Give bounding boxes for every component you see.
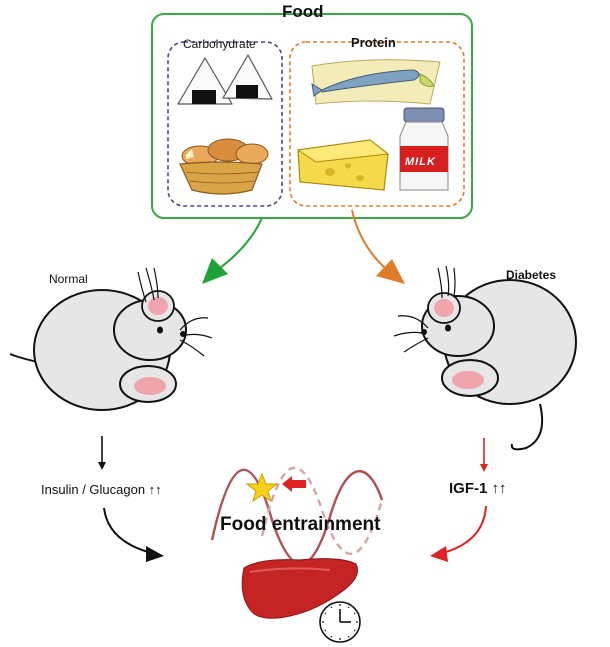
- igf1-label: IGF-1 ↑↑: [449, 480, 507, 497]
- igf-to-liver-arrowhead: [430, 546, 448, 562]
- food-box: [151, 13, 473, 219]
- protein-label: Protein: [351, 35, 396, 50]
- clock-icon: [319, 601, 361, 643]
- normal-mouse-icon: [9, 267, 213, 411]
- normal-path-arrowhead: [202, 258, 228, 284]
- fish-icon: [311, 59, 441, 105]
- diabetes-down-arrowhead: [480, 464, 488, 472]
- diabetes-path-arrow: [351, 209, 386, 269]
- carbohydrate-box: [167, 41, 283, 207]
- phase-shift-arrow-icon: [282, 476, 306, 492]
- bread-basket-icon: [179, 138, 269, 195]
- star-icon: [245, 472, 279, 503]
- normal-label: Normal: [49, 272, 88, 286]
- milk-label: MILK: [405, 156, 436, 168]
- diabetes-path-arrowhead: [376, 259, 405, 284]
- carbohydrate-label: Carbohydrate: [183, 37, 256, 51]
- cheese-icon: [296, 139, 390, 191]
- igf-to-liver-arrow: [445, 505, 487, 553]
- food-entrainment-label: Food entrainment: [220, 514, 381, 535]
- food-title: Food: [282, 2, 324, 21]
- rice-ball-icon: [177, 54, 273, 105]
- insulin-glucagon-label: Insulin / Glucagon ↑↑: [41, 482, 162, 497]
- diabetes-mouse-icon: [393, 265, 577, 451]
- insulin-to-liver-arrow: [103, 507, 149, 553]
- milk-bottle-icon: [399, 107, 449, 191]
- normal-path-arrow: [219, 217, 263, 269]
- liver-icon: [241, 558, 358, 619]
- diabetes-label: Diabetes: [506, 268, 557, 282]
- insulin-to-liver-arrowhead: [146, 546, 164, 562]
- protein-box: [289, 41, 465, 207]
- normal-down-arrowhead: [98, 462, 106, 470]
